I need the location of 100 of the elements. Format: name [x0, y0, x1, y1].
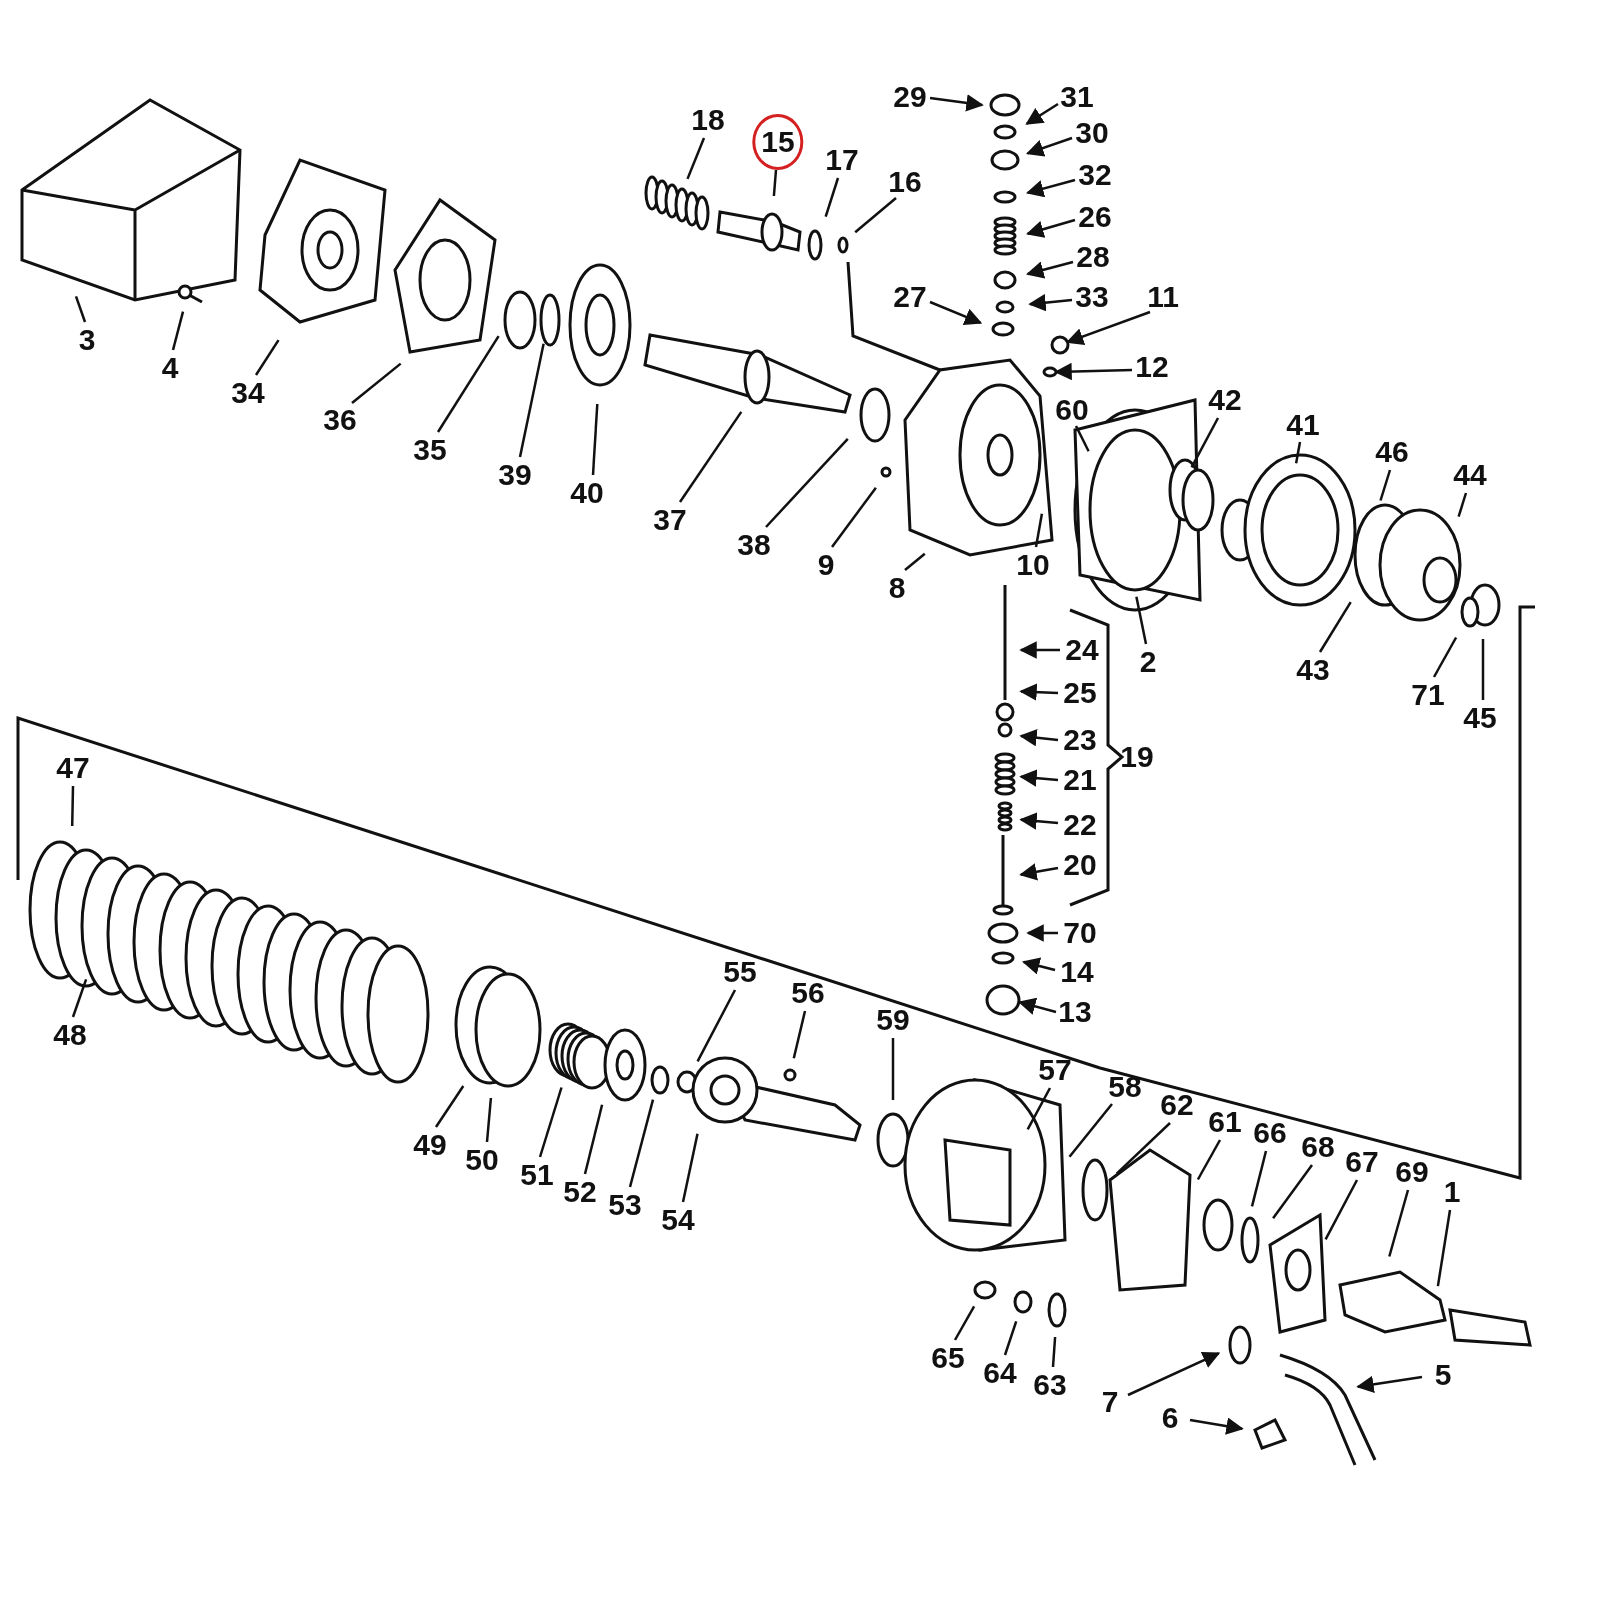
- callout-number: 9: [817, 550, 835, 580]
- callout-number: 47: [56, 753, 90, 783]
- callout-number: 6: [1161, 1403, 1179, 1433]
- callout-number: 60: [1055, 395, 1089, 425]
- callout-number: 38: [737, 530, 771, 560]
- leader-line: [792, 1010, 807, 1059]
- leader-line: [1026, 1087, 1052, 1130]
- leader-line: [538, 1087, 563, 1158]
- o-ring-drawing: [1042, 366, 1058, 378]
- fitting-drawing: [1050, 335, 1070, 355]
- leader-line: [772, 169, 778, 197]
- leader-line: [831, 486, 877, 548]
- callout-number: 36: [323, 405, 357, 435]
- leader-line: [1019, 812, 1059, 830]
- callout-number: 2: [1139, 647, 1157, 677]
- callout-number: 7: [1101, 1387, 1119, 1417]
- leader-line: [1379, 469, 1392, 501]
- leader-line: [1318, 601, 1352, 653]
- callout-number: 66: [1253, 1118, 1287, 1148]
- leader-line: [1026, 178, 1076, 198]
- callout-number: 43: [1296, 655, 1330, 685]
- leader-line: [1190, 417, 1220, 468]
- callout-number: 51: [520, 1160, 554, 1190]
- leader-line: [1019, 769, 1059, 787]
- callout-number: 20: [1063, 850, 1097, 880]
- callout-number: 5: [1434, 1360, 1452, 1390]
- callout-number: 34: [231, 378, 265, 408]
- leader-line: [854, 197, 897, 234]
- leader-line: [71, 978, 88, 1018]
- callout-number: 31: [1060, 82, 1094, 112]
- leader-line: [70, 785, 75, 827]
- callout-number: 45: [1463, 703, 1497, 733]
- callout-number: 44: [1453, 460, 1487, 490]
- callout-number: 57: [1038, 1055, 1072, 1085]
- leader-line: [686, 137, 706, 180]
- callout-number: 32: [1078, 160, 1112, 190]
- leader-line: [583, 1104, 604, 1175]
- leader-line: [436, 335, 500, 433]
- leader-line: [628, 1099, 655, 1188]
- leader-line: [1457, 492, 1468, 517]
- leader-line: [1324, 1179, 1359, 1240]
- callout-number: 15: [752, 114, 804, 170]
- callout-number: 4: [161, 353, 179, 383]
- leader-line: [953, 1305, 976, 1341]
- callout-number: 29: [893, 82, 927, 112]
- leader-line: [1034, 513, 1044, 548]
- leader-line: [1074, 425, 1090, 452]
- leader-line: [681, 1133, 699, 1203]
- callout-number: 42: [1208, 385, 1242, 415]
- callout-number: 67: [1345, 1147, 1379, 1177]
- leader-line: [1018, 997, 1057, 1015]
- callout-number: 41: [1286, 410, 1320, 440]
- leader-line: [1054, 362, 1133, 381]
- callout-number: 50: [465, 1145, 499, 1175]
- callout-number: 71: [1411, 680, 1445, 710]
- leader-line: [1026, 218, 1076, 238]
- leader-line: [1388, 1189, 1410, 1257]
- leader-line: [1065, 310, 1151, 345]
- callout-number: 59: [876, 1005, 910, 1035]
- callout-number: 39: [498, 460, 532, 490]
- leader-line: [1028, 293, 1073, 312]
- callout-number: 18: [691, 105, 725, 135]
- leader-line: [1272, 1164, 1313, 1220]
- callout-number: 26: [1078, 202, 1112, 232]
- callout-number: 12: [1135, 352, 1169, 382]
- callout-number: 14: [1060, 957, 1094, 987]
- leader-line: [1189, 1417, 1244, 1435]
- callout-number: 68: [1301, 1132, 1335, 1162]
- callout-number: 30: [1075, 118, 1109, 148]
- callout-number: 63: [1033, 1370, 1067, 1400]
- leader-line: [1068, 1103, 1113, 1158]
- callout-number: 70: [1063, 918, 1097, 948]
- callout-number: 69: [1395, 1157, 1429, 1187]
- callout-number: 58: [1108, 1072, 1142, 1102]
- leader-line: [1127, 1351, 1221, 1397]
- leader-line: [518, 343, 545, 458]
- leader-line: [351, 362, 402, 404]
- callout-number: 37: [653, 505, 687, 535]
- leader-line: [254, 339, 280, 376]
- callout-number: 28: [1076, 242, 1110, 272]
- callout-number: 48: [53, 1020, 87, 1050]
- leader-line: [904, 552, 926, 571]
- callout-number: 11: [1147, 282, 1179, 312]
- callout-number: 53: [608, 1190, 642, 1220]
- leader-line: [1115, 1122, 1171, 1175]
- leader-line: [485, 1097, 493, 1143]
- leader-line: [824, 177, 840, 217]
- callout-number: 25: [1063, 678, 1097, 708]
- callout-number: 27: [893, 282, 927, 312]
- leader-line: [1019, 683, 1059, 701]
- callout-number: 16: [888, 167, 922, 197]
- leader-line: [1025, 136, 1073, 157]
- leader-line: [1436, 1209, 1452, 1287]
- leader-line: [929, 300, 983, 325]
- leader-line: [1196, 1139, 1222, 1181]
- leader-line: [74, 295, 87, 323]
- leader-line: [1019, 641, 1060, 659]
- callout-number: 8: [888, 573, 906, 603]
- callout-number: 1: [1443, 1177, 1461, 1207]
- callout-number: 55: [723, 957, 757, 987]
